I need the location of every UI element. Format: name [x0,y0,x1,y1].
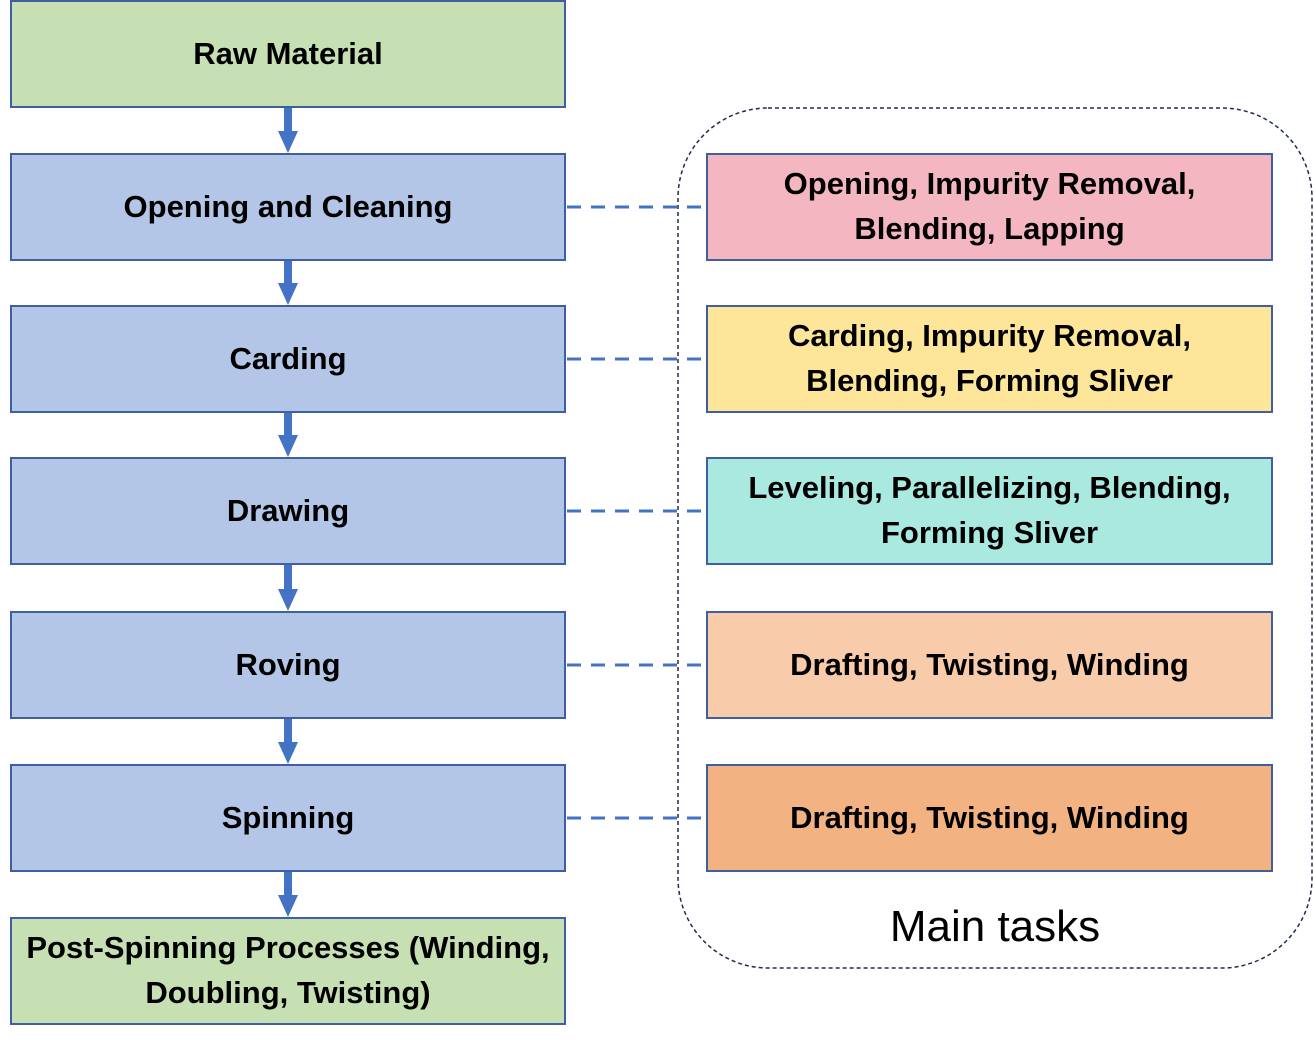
flow-arrow-shaft [284,413,292,437]
flow-arrow-head [278,131,298,153]
task-drawing: Leveling, Parallelizing, Blending, Formi… [706,457,1273,565]
task-roving: Drafting, Twisting, Winding [706,611,1273,719]
step-label: Opening and Cleaning [123,188,453,224]
step-raw-material: Raw Material [10,0,566,108]
step-spinning: Spinning [10,764,566,872]
step-roving: Roving [10,611,566,719]
step-label: Drawing [226,492,350,528]
step-label: Roving [235,646,341,682]
task-label: Drafting, Twisting, Winding [790,646,1189,682]
flow-arrow-shaft [284,565,292,591]
flow-arrow-head [278,435,298,457]
flow-arrow-shaft [284,261,292,285]
step-post-spinning: Post-Spinning Processes (Winding, Doubli… [10,917,566,1025]
flow-arrow-head [278,589,298,611]
task-spinning: Drafting, Twisting, Winding [706,764,1273,872]
flow-arrow-shaft [284,108,292,133]
task-label: Carding, Impurity Removal, Blending, For… [787,318,1192,398]
task-opening-cleaning: Opening, Impurity Removal, Blending, Lap… [706,153,1273,261]
main-tasks-title: Main tasks [889,902,1101,951]
flow-arrow-shaft [284,719,292,744]
step-drawing: Drawing [10,457,566,565]
task-label: Opening, Impurity Removal, Blending, Lap… [783,166,1196,246]
task-label: Leveling, Parallelizing, Blending, Formi… [748,470,1231,550]
step-label: Post-Spinning Processes (Winding, Doubli… [26,930,550,1010]
flow-arrow-head [278,283,298,305]
step-label: Spinning [221,799,355,835]
task-label: Drafting, Twisting, Winding [790,799,1189,835]
step-carding: Carding [10,305,566,413]
step-opening-cleaning: Opening and Cleaning [10,153,566,261]
main-tasks-group-border [677,107,1313,969]
step-label: Carding [229,340,347,376]
step-label: Raw Material [193,35,383,71]
flow-arrow-head [278,895,298,917]
flow-arrow-head [278,742,298,764]
task-carding: Carding, Impurity Removal, Blending, For… [706,305,1273,413]
flow-arrow-shaft [284,872,292,897]
